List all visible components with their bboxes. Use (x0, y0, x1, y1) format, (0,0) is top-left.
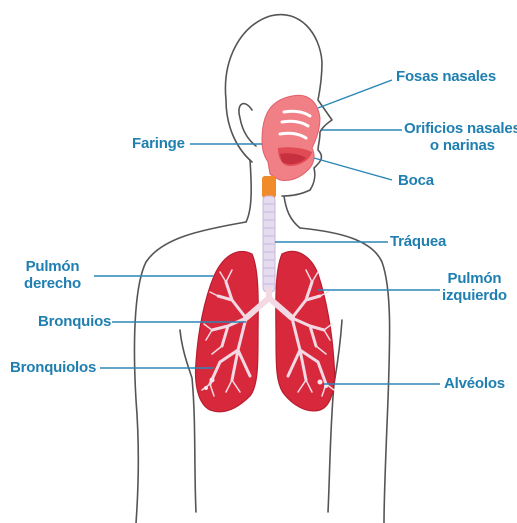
label-orificios-line2: o narinas (404, 137, 517, 154)
leader-fosas-nasales (318, 80, 392, 108)
label-pulmon-izquierdo-line1: Pulmón (442, 270, 507, 287)
left-inner-arm (180, 330, 196, 512)
label-bronquiolos: Bronquiolos (10, 359, 96, 376)
alveolus (318, 380, 323, 385)
ear-outline (239, 104, 256, 146)
label-alveolos-text: Alvéolos (444, 375, 505, 392)
label-traquea: Tráquea (390, 233, 446, 250)
label-bronquios: Bronquios (38, 313, 111, 330)
label-pulmon-derecho: Pulmón derecho (24, 258, 81, 292)
label-pulmon-izquierdo-line2: izquierdo (442, 287, 507, 304)
label-boca-text: Boca (398, 172, 434, 189)
label-fosas-nasales: Fosas nasales (396, 68, 496, 85)
label-pulmon-derecho-line2: derecho (24, 275, 81, 292)
leader-boca (314, 158, 392, 180)
label-faringe-text: Faringe (132, 135, 185, 152)
neck-right (284, 196, 300, 228)
label-pulmon-izquierdo: Pulmón izquierdo (442, 270, 507, 304)
larynx-shape (262, 176, 276, 198)
label-pulmon-derecho-line1: Pulmón (24, 258, 81, 275)
label-bronquios-text: Bronquios (38, 313, 111, 330)
label-orificios-line1: Orificios nasales (404, 120, 517, 137)
alveolus (204, 386, 208, 390)
nasal-cavity-shape (262, 95, 320, 180)
label-fosas-nasales-text: Fosas nasales (396, 68, 496, 85)
label-orificios-nasales: Orificios nasales o narinas (404, 120, 517, 154)
label-alveolos: Alvéolos (444, 375, 505, 392)
trachea-group (263, 196, 275, 292)
label-faringe: Faringe (132, 135, 185, 152)
neck-left (246, 160, 251, 222)
body-outline (134, 15, 389, 523)
label-boca: Boca (398, 172, 434, 189)
label-bronquiolos-text: Bronquiolos (10, 359, 96, 376)
label-traquea-text: Tráquea (390, 233, 446, 250)
upper-airway (262, 95, 320, 198)
alveolus (210, 378, 215, 383)
